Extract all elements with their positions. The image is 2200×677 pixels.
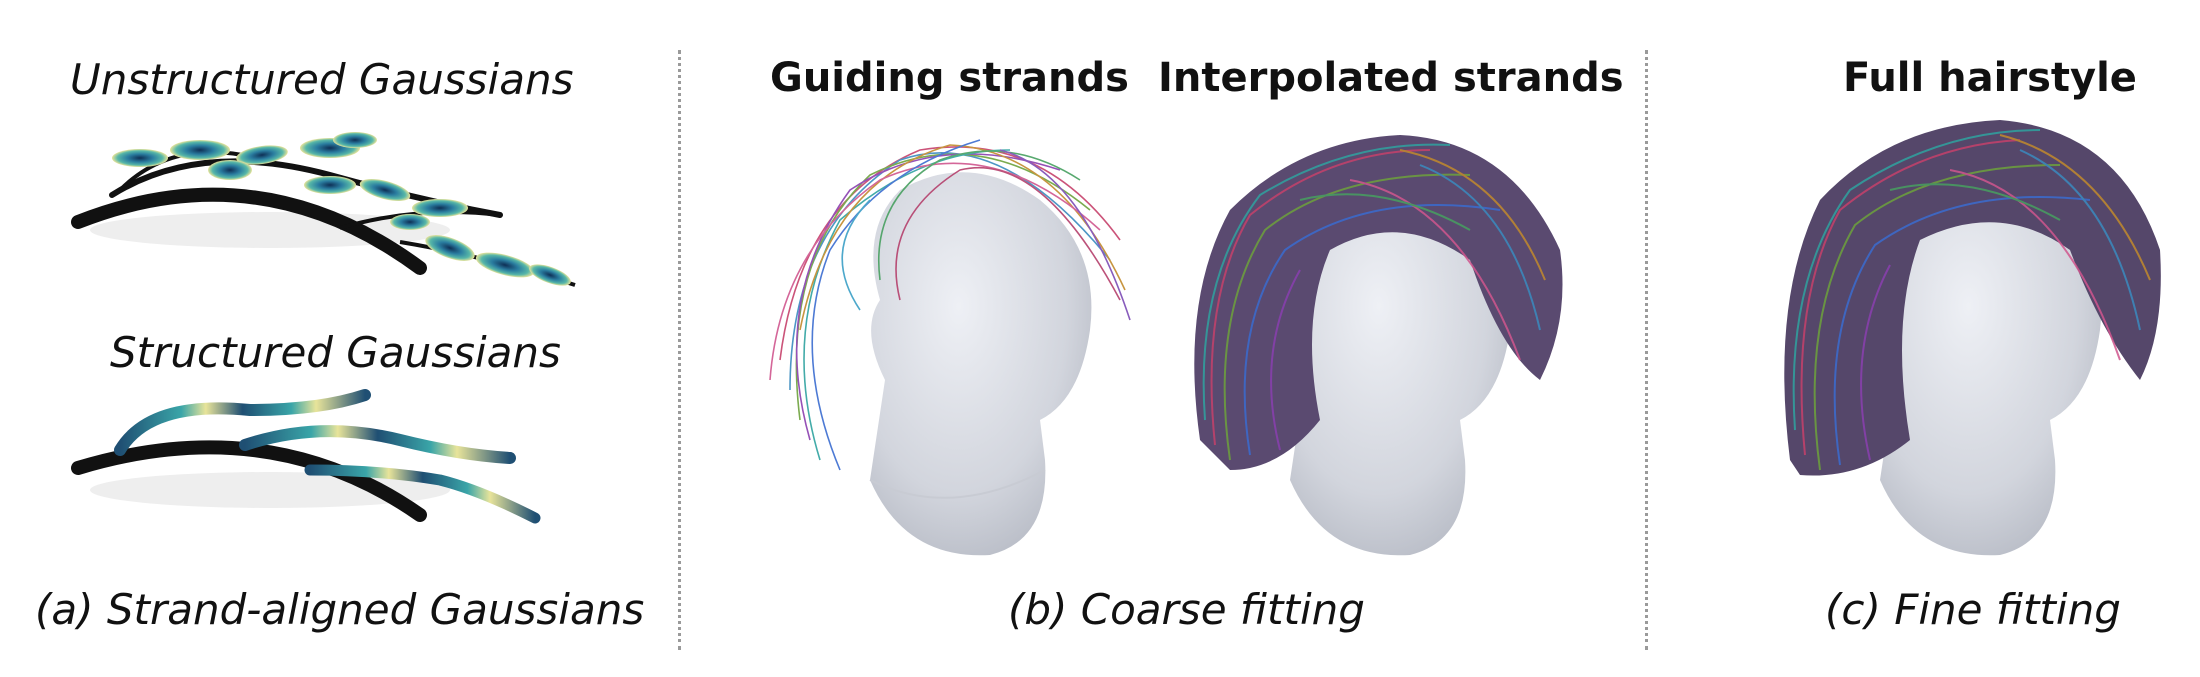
panel-a-caption: (a) Strand-aligned Gaussians xyxy=(35,585,645,634)
guiding-strands-title: Guiding strands xyxy=(770,55,1129,101)
divider-left xyxy=(678,50,681,650)
full-hairstyle-title: Full hairstyle xyxy=(1843,55,2137,101)
interpolated-strands-head xyxy=(1194,135,1563,556)
full-hairstyle-head xyxy=(1784,120,2161,556)
structured-gaussians-label: Structured Gaussians xyxy=(110,328,561,377)
panel-b-caption: (b) Coarse fitting xyxy=(1008,585,1365,634)
guiding-strands-head xyxy=(769,139,1131,556)
structured-gaussians-diagram xyxy=(71,389,541,524)
unstructured-gaussians-label: Unstructured Gaussians xyxy=(70,55,574,104)
panel-c-caption: (c) Fine fitting xyxy=(1825,585,2121,634)
divider-right xyxy=(1645,50,1648,650)
interpolated-strands-title: Interpolated strands xyxy=(1158,55,1624,101)
unstructured-gaussians-diagram xyxy=(71,132,576,287)
